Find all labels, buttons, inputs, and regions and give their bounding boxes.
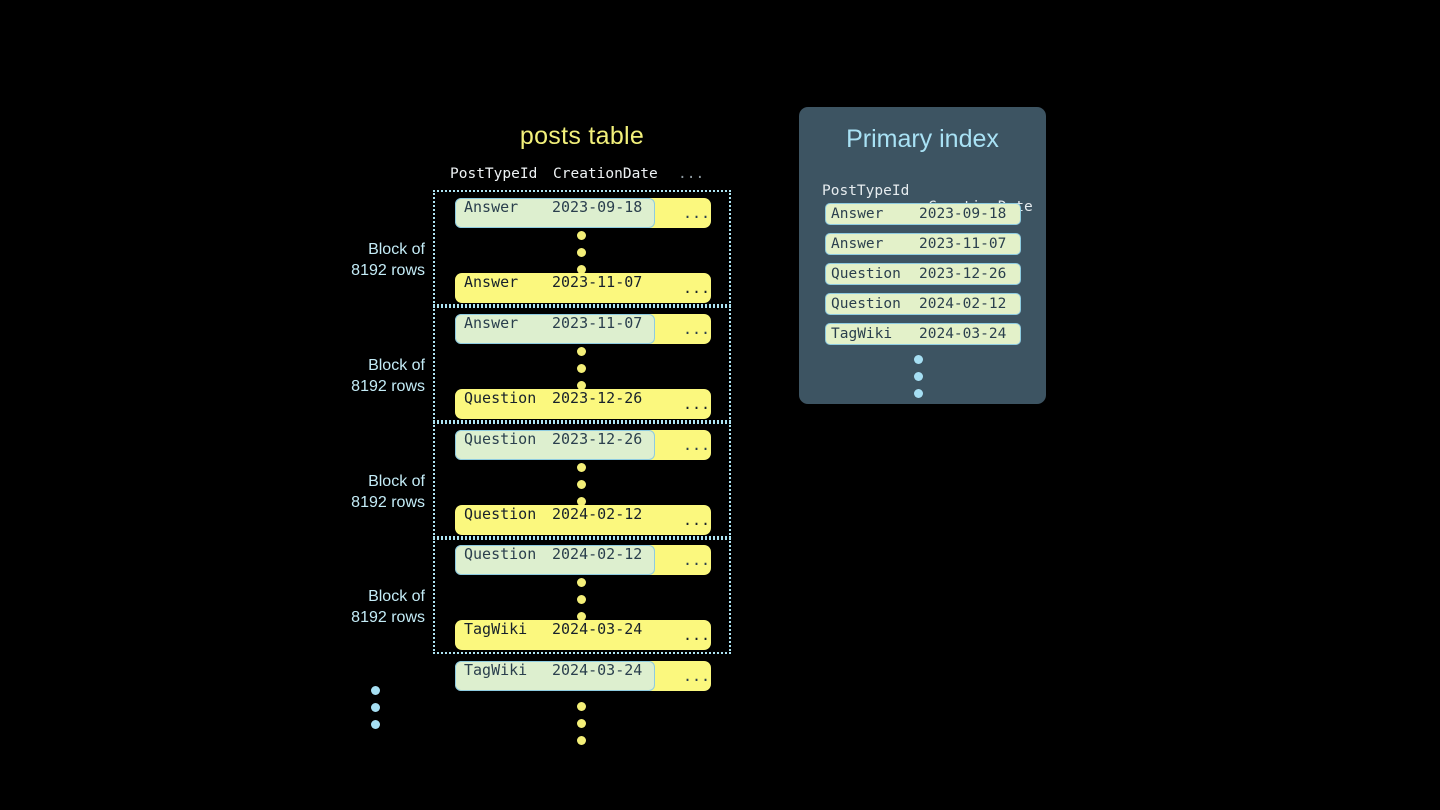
- posts-row-block1-first: Answer 2023-09-18 ...: [455, 198, 711, 228]
- posts-row-block3-first-creationdate: 2023-12-26: [552, 430, 643, 448]
- block-4: [433, 538, 731, 654]
- posts-row-block1-first-creationdate: 2023-09-18: [552, 198, 643, 216]
- index-entry-2-creationdate: 2023-11-07: [919, 236, 1007, 252]
- posts-row-block4-last: TagWiki 2024-03-24 ...: [455, 620, 711, 650]
- posts-row-block4-last-posttypeid: TagWiki: [464, 620, 528, 638]
- primary-index-column-headers: PostTypeId CreationDate: [822, 167, 1033, 215]
- block-1-label-line2: 8192 rows: [351, 262, 425, 279]
- block-2: [433, 306, 731, 422]
- posts-row-block2-last-posttypeid: Question: [464, 389, 537, 407]
- block-3-label-line2: 8192 rows: [351, 494, 425, 511]
- column-header-posttypeid: PostTypeId: [450, 166, 538, 182]
- posts-row-block2-first-more: ...: [683, 320, 711, 338]
- index-entry-4-posttypeid: Question: [831, 296, 901, 312]
- index-entry-3-posttypeid: Question: [831, 266, 901, 282]
- posts-row-trailing-creationdate: 2024-03-24: [552, 661, 643, 679]
- posts-row-block2-first: Answer 2023-11-07 ...: [455, 314, 711, 344]
- column-header-more: ...: [678, 166, 705, 182]
- block-2-label: Block of 8192 rows: [305, 355, 425, 397]
- index-entry-5-creationdate: 2024-03-24: [919, 326, 1007, 342]
- posts-row-block1-last-more: ...: [683, 279, 711, 297]
- posts-row-block2-last-more: ...: [683, 395, 711, 413]
- posts-row-block4-last-creationdate: 2024-03-24: [552, 620, 643, 638]
- posts-table-column-headers: PostTypeId CreationDate ...: [450, 166, 715, 186]
- posts-row-block1-last: Answer 2023-11-07 ...: [455, 273, 711, 303]
- posts-row-block2-last: Question 2023-12-26 ...: [455, 389, 711, 419]
- block-3: [433, 422, 731, 538]
- index-entry-2-posttypeid: Answer: [831, 236, 884, 252]
- posts-row-block3-first-more: ...: [683, 436, 711, 454]
- index-entry-5: TagWiki 2024-03-24: [825, 323, 1021, 345]
- posts-row-ellipsis-block3: [577, 463, 586, 506]
- posts-row-block3-first-posttypeid: Question: [464, 430, 537, 448]
- block-4-label: Block of 8192 rows: [305, 586, 425, 628]
- posts-row-block4-last-more: ...: [683, 626, 711, 644]
- posts-row-block3-last-creationdate: 2024-02-12: [552, 505, 643, 523]
- posts-row-block1-first-more: ...: [683, 204, 711, 222]
- index-entry-1: Answer 2023-09-18: [825, 203, 1021, 225]
- index-entry-5-posttypeid: TagWiki: [831, 326, 893, 342]
- posts-row-ellipsis-block2: [577, 347, 586, 390]
- primary-index-panel: Primary index PostTypeId CreationDate An…: [799, 107, 1046, 404]
- posts-row-block4-first-key: [455, 545, 655, 575]
- index-entry-1-posttypeid: Answer: [831, 206, 884, 222]
- posts-row-block3-last: Question 2024-02-12 ...: [455, 505, 711, 535]
- posts-row-block4-first-creationdate: 2024-02-12: [552, 545, 643, 563]
- posts-row-block3-last-posttypeid: Question: [464, 505, 537, 523]
- posts-row-block3-first: Question 2023-12-26 ...: [455, 430, 711, 460]
- block-1: [433, 190, 731, 306]
- posts-row-block2-first-posttypeid: Answer: [464, 314, 519, 332]
- block-list-ellipsis: [371, 686, 380, 729]
- posts-table-ellipsis-bottom: [577, 702, 586, 745]
- posts-row-ellipsis-block4: [577, 578, 586, 621]
- posts-row-block1-first-key: [455, 198, 655, 228]
- index-entry-1-creationdate: 2023-09-18: [919, 206, 1007, 222]
- posts-row-block4-first-more: ...: [683, 551, 711, 569]
- posts-row-trailing-more: ...: [683, 667, 711, 685]
- block-3-label: Block of 8192 rows: [305, 471, 425, 513]
- column-header-creationdate: CreationDate: [553, 166, 658, 182]
- block-2-label-line2: 8192 rows: [351, 378, 425, 395]
- index-entry-4-creationdate: 2024-02-12: [919, 296, 1007, 312]
- posts-row-block1-last-posttypeid: Answer: [464, 273, 519, 291]
- posts-row-block4-first-posttypeid: Question: [464, 545, 537, 563]
- posts-row-ellipsis-block1: [577, 231, 586, 274]
- block-4-label-line1: Block of: [368, 588, 425, 605]
- posts-row-block1-first-posttypeid: Answer: [464, 198, 519, 216]
- posts-row-block3-last-more: ...: [683, 511, 711, 529]
- posts-row-block1-last-creationdate: 2023-11-07: [552, 273, 643, 291]
- posts-row-block2-last-creationdate: 2023-12-26: [552, 389, 643, 407]
- index-column-header-posttypeid: PostTypeId: [822, 183, 910, 199]
- posts-row-trailing-posttypeid: TagWiki: [464, 661, 528, 679]
- posts-row-block4-first: Question 2024-02-12 ...: [455, 545, 711, 575]
- block-4-label-line2: 8192 rows: [351, 609, 425, 626]
- index-ellipsis: [914, 355, 923, 398]
- posts-row-block2-first-creationdate: 2023-11-07: [552, 314, 643, 332]
- posts-table-title: posts table: [519, 122, 645, 150]
- block-2-label-line1: Block of: [368, 357, 425, 374]
- posts-row-trailing-key: [455, 661, 655, 691]
- posts-row-block2-first-key: [455, 314, 655, 344]
- index-entry-2: Answer 2023-11-07: [825, 233, 1021, 255]
- posts-row-trailing: TagWiki 2024-03-24 ...: [455, 661, 711, 691]
- block-1-label-line1: Block of: [368, 241, 425, 258]
- index-entry-4: Question 2024-02-12: [825, 293, 1021, 315]
- index-entry-3: Question 2023-12-26: [825, 263, 1021, 285]
- block-1-label: Block of 8192 rows: [305, 239, 425, 281]
- index-entry-3-creationdate: 2023-12-26: [919, 266, 1007, 282]
- posts-row-block3-first-key: [455, 430, 655, 460]
- primary-index-title: Primary index: [846, 125, 999, 153]
- block-3-label-line1: Block of: [368, 473, 425, 490]
